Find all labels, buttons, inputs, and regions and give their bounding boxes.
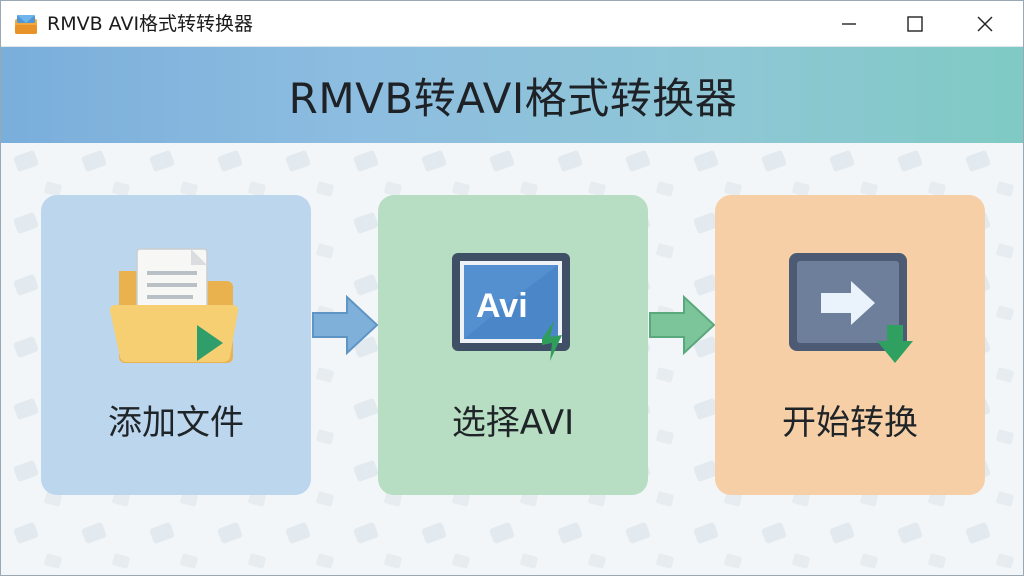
window-title: RMVB AVI格式转转换器 [47,13,254,35]
start-convert-label: 开始转换 [782,403,918,443]
add-file-folder-icon [109,248,239,363]
add-file-card[interactable]: 添加文件 [41,195,311,495]
close-button[interactable] [953,1,1017,47]
minimize-icon [842,23,856,25]
close-icon [977,16,993,32]
app-icon [15,15,37,34]
maximize-icon [907,16,923,32]
title-bar[interactable]: RMVB AVI格式转转换器 [1,1,1023,47]
select-avi-label: 选择AVI [451,403,575,443]
select-avi-card[interactable]: Avi 选择AVI [378,195,648,495]
add-file-label: 添加文件 [108,403,244,443]
page-title: RMVB转AVI格式转换器 [288,73,738,123]
header-banner: RMVB转AVI格式转换器 [1,47,1023,143]
start-convert-card[interactable]: 开始转换 [715,195,985,495]
minimize-button[interactable] [817,1,881,47]
avi-format-icon: Avi [452,253,570,361]
avi-icon-text: Avi [476,287,528,325]
start-convert-icon [789,253,913,363]
maximize-button[interactable] [883,1,947,47]
main-content: 添加文件 Avi 选择AVI [1,143,1023,575]
right-arrow-icon [312,294,379,356]
right-arrow-icon [649,294,716,356]
